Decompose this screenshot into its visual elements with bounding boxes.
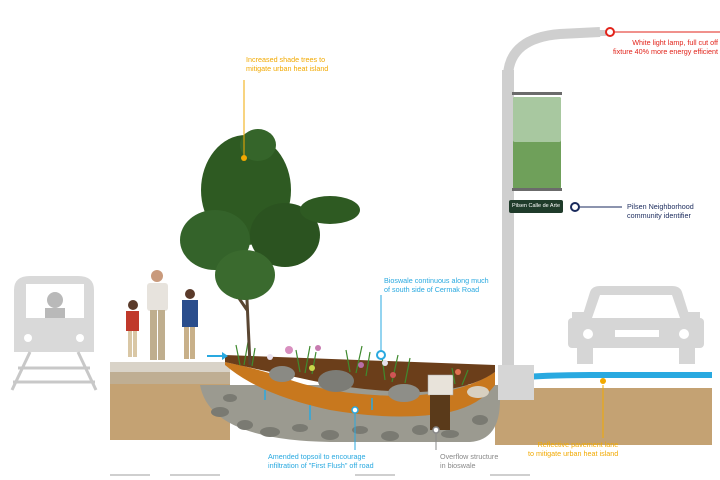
gravel-stones xyxy=(211,394,488,441)
overflow-pipe xyxy=(430,395,450,430)
train-icon xyxy=(10,276,98,391)
people-icon xyxy=(126,270,198,360)
tree-icon xyxy=(180,129,360,366)
callout-bioswale: Bioswale continuous along much of south … xyxy=(384,276,489,294)
boulder xyxy=(318,370,354,392)
banner-icon xyxy=(512,92,562,191)
callout-topsoil: Amended topsoil to encourage infiltratio… xyxy=(268,452,374,470)
callout-leaders xyxy=(241,27,720,450)
callout-neighborhood-identifier: Pilsen Neighborhood community identifier xyxy=(627,202,694,220)
soil-block xyxy=(110,370,230,440)
sidewalk-texture xyxy=(110,372,230,384)
sign-text: Pilsen Calle de Arte xyxy=(512,203,560,209)
bioswale-flowers xyxy=(267,345,461,378)
callout-reflective-pavement: Reflective pavement lane to mitigate urb… xyxy=(528,440,619,458)
infiltration-drops xyxy=(264,390,373,420)
boulder xyxy=(269,366,295,382)
sidewalk-left xyxy=(110,362,230,372)
street-light-icon xyxy=(498,27,606,400)
boulder xyxy=(467,386,489,398)
bioswale-soil xyxy=(225,362,495,417)
callout-overflow: Overflow structure in bioswale xyxy=(440,452,499,470)
sign-board xyxy=(509,200,563,213)
bottom-cutoff-band xyxy=(110,474,530,476)
overflow-structure xyxy=(427,374,454,396)
car-icon xyxy=(568,286,704,364)
callout-street-light: White light lamp, full cut off fixture 4… xyxy=(613,38,718,56)
water-arrow-head xyxy=(222,352,228,360)
water-flow xyxy=(498,372,712,382)
bioswale-topsoil xyxy=(225,355,495,392)
callout-shade-trees: Increased shade trees to mitigate urban … xyxy=(246,55,329,73)
bioswale-plants xyxy=(235,341,469,386)
boulder xyxy=(388,384,420,402)
